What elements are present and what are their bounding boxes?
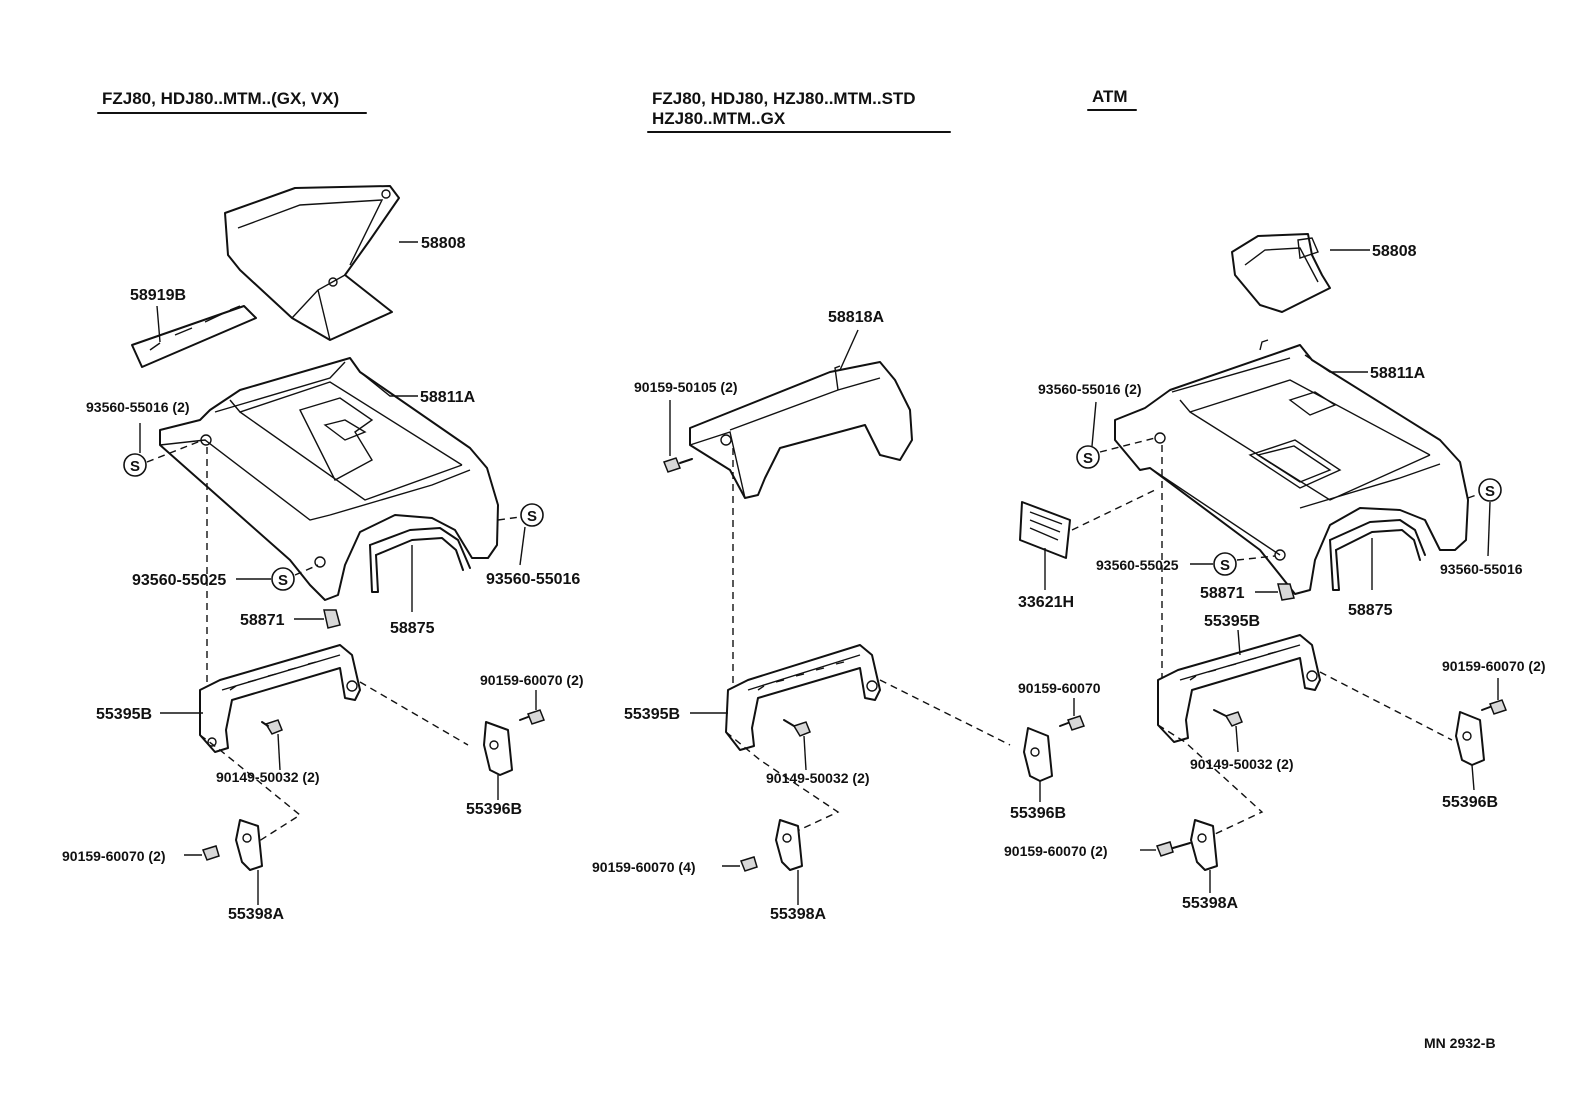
part-55395B-left	[160, 644, 361, 753]
bolt-90159-middle-top	[1059, 698, 1085, 731]
label-58818A: 58818A	[828, 309, 884, 326]
part-58818A	[689, 329, 913, 499]
header-middle-line2: HZJ80..MTM..GX	[652, 109, 786, 128]
part-55396B-right	[1455, 711, 1485, 791]
label-90159-60070-2-left: 90159-60070 (2)	[480, 672, 584, 688]
header-right-text: ATM	[1092, 87, 1128, 106]
dash-to-55398A-middle	[725, 731, 840, 839]
bolt-90149-middle	[783, 719, 811, 771]
label-90149-50032-2-right: 90149-50032 (2)	[1190, 756, 1294, 772]
label-58871-left: 58871	[240, 612, 285, 629]
label-55395B-right: 55395B	[1204, 613, 1260, 630]
part-55398A-right	[1190, 819, 1218, 893]
label-55398A-left: 55398A	[228, 906, 284, 923]
bolt-90159-middle-bottom	[722, 856, 758, 872]
header-right: ATM	[1087, 87, 1137, 111]
part-55396B-middle	[1023, 727, 1053, 802]
part-58811A-right	[1114, 339, 1469, 595]
svg-text:S: S	[278, 572, 288, 589]
label-93560-55025-left: 93560-55025	[132, 572, 226, 589]
part-33621H	[1019, 489, 1156, 590]
label-58811A-right: 58811A	[1370, 365, 1426, 382]
label-55398A-middle: 55398A	[770, 906, 826, 923]
label-90159-60070-2-right: 90159-60070 (2)	[1442, 658, 1546, 674]
dash-to-55398A-right	[1157, 724, 1264, 843]
part-58875-right	[1329, 519, 1426, 591]
label-58808-left: 58808	[421, 235, 466, 252]
label-93560-55025-right: 93560-55025	[1096, 557, 1179, 573]
part-58808-left	[224, 185, 418, 341]
screw-symbol-right-1: S	[1076, 401, 1156, 469]
header-middle-line1: FZJ80, HDJ80, HZJ80..MTM..STD	[652, 89, 916, 108]
screw-symbol-left-3: S	[497, 503, 544, 566]
part-58875-left	[369, 527, 471, 612]
part-55395B-right	[1157, 629, 1321, 743]
label-58808-right: 58808	[1372, 243, 1417, 260]
label-93560-55016-left: 93560-55016	[486, 571, 580, 588]
part-55398A-middle	[775, 819, 803, 905]
label-90159-50105-2: 90159-50105 (2)	[634, 379, 738, 395]
left-assembly: 58808 58919B 58811A	[62, 185, 584, 923]
label-90149-50032-2-left: 90149-50032 (2)	[216, 769, 320, 785]
svg-text:S: S	[1485, 483, 1495, 500]
svg-text:S: S	[130, 458, 140, 475]
part-55398A-left	[235, 819, 263, 905]
header-left: FZJ80, HDJ80..MTM..(GX, VX)	[97, 89, 367, 114]
part-58871-right	[1255, 583, 1295, 601]
label-93560-55016-2-right: 93560-55016 (2)	[1038, 381, 1142, 397]
label-55395B-left: 55395B	[96, 706, 152, 723]
dash-to-55396B-middle	[879, 679, 1011, 746]
label-93560-55016-2-left: 93560-55016 (2)	[86, 399, 190, 415]
dash-to-55396B-left	[359, 681, 469, 746]
label-58919B: 58919B	[130, 287, 186, 304]
middle-assembly: 58818A 90159-50105 (2) 55395B 90149-5003…	[592, 309, 1101, 923]
part-58808-right	[1231, 233, 1370, 313]
bolt-90159-50105	[663, 400, 693, 473]
bolt-90159-right-bottom	[1140, 841, 1191, 857]
part-55395B-middle	[690, 644, 881, 751]
label-58875-right: 58875	[1348, 602, 1393, 619]
screw-symbol-right-3: S	[1467, 478, 1502, 557]
label-90159-60070-2b-left: 90159-60070 (2)	[62, 848, 166, 864]
part-58919B	[131, 305, 257, 368]
label-55398A-right: 55398A	[1182, 895, 1238, 912]
header-left-text: FZJ80, HDJ80..MTM..(GX, VX)	[102, 89, 339, 108]
bolt-90149-right	[1213, 709, 1243, 753]
part-58871-left	[294, 609, 341, 629]
dash-to-55396B-right	[1319, 671, 1453, 741]
label-58875-left: 58875	[390, 620, 435, 637]
label-58811A-left: 58811A	[420, 389, 476, 406]
screw-symbol-left-2: S	[236, 564, 319, 591]
label-33621H: 33621H	[1018, 594, 1074, 611]
screw-symbol-right-2: S	[1190, 552, 1276, 576]
dash-to-55398A-left	[199, 734, 302, 851]
bolt-90159-left-top	[519, 690, 545, 725]
header-middle: FZJ80, HDJ80, HZJ80..MTM..STD HZJ80..MTM…	[647, 89, 951, 133]
part-58811A-left	[159, 357, 499, 601]
label-55396B-right: 55396B	[1442, 794, 1498, 811]
label-93560-55016-right: 93560-55016	[1440, 561, 1523, 577]
right-assembly: 58808 58811A 58875	[1004, 233, 1546, 912]
bolt-90149-left	[261, 719, 283, 771]
label-55395B-middle: 55395B	[624, 706, 680, 723]
label-90159-60070-2b-right: 90159-60070 (2)	[1004, 843, 1108, 859]
svg-text:S: S	[1220, 557, 1230, 574]
label-90159-60070-middle: 90159-60070	[1018, 680, 1101, 696]
bolt-90159-right-top	[1481, 678, 1507, 715]
svg-text:S: S	[1083, 450, 1093, 467]
label-58871-right: 58871	[1200, 585, 1245, 602]
label-90149-50032-2-middle: 90149-50032 (2)	[766, 770, 870, 786]
label-55396B-middle: 55396B	[1010, 805, 1066, 822]
label-90159-60070-4: 90159-60070 (4)	[592, 859, 696, 875]
label-55396B-left: 55396B	[466, 801, 522, 818]
bolt-90159-left-bottom	[184, 845, 220, 861]
svg-text:S: S	[527, 508, 537, 525]
diagram-code: MN 2932-B	[1424, 1035, 1496, 1051]
part-55396B-left	[483, 721, 513, 800]
screw-symbol-left-1: S	[123, 423, 204, 477]
